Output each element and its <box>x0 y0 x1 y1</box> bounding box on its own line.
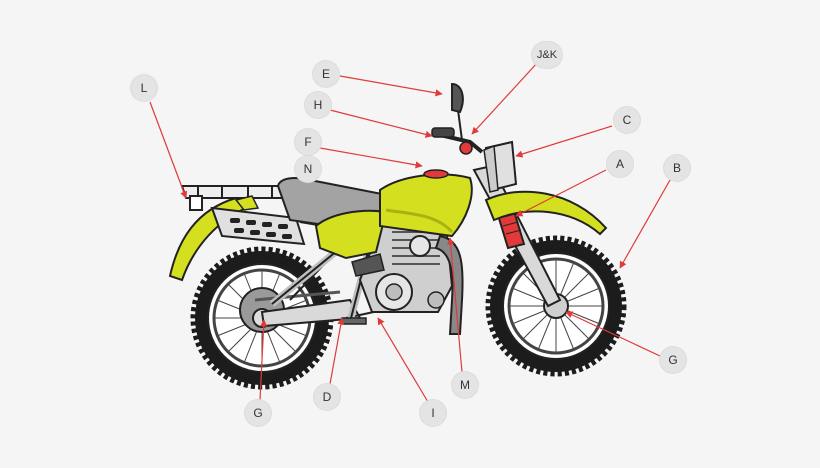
callout-n: N <box>295 156 321 182</box>
headlight-assembly <box>483 140 518 193</box>
callout-d: D <box>314 384 340 410</box>
handlebars <box>431 82 484 155</box>
pointer-jk <box>471 61 539 135</box>
callout-a: A <box>607 151 633 177</box>
pointer-g-front <box>565 311 661 357</box>
callout-g-front: G <box>660 347 686 373</box>
fuel-tank <box>314 169 473 260</box>
callout-e: E <box>313 61 339 87</box>
footrest <box>341 317 367 325</box>
pointer-g-rear <box>259 319 268 401</box>
pointer-f <box>319 147 423 169</box>
callout-c: C <box>614 107 640 133</box>
pointer-d <box>329 317 345 385</box>
callout-m: M <box>452 372 478 398</box>
callout-i: I <box>420 400 446 426</box>
callout-b: B <box>664 155 690 181</box>
pointer-l <box>149 101 188 199</box>
pointer-a <box>515 169 607 217</box>
callout-g-rear: G <box>245 400 271 426</box>
pointer-m <box>446 237 463 373</box>
pointer-i <box>377 317 429 403</box>
pointer-e <box>339 75 443 97</box>
callout-f: F <box>295 129 321 155</box>
pointer-c <box>515 125 613 158</box>
pointer-b <box>619 179 671 269</box>
pointer-h <box>329 109 433 138</box>
callout-h: H <box>305 92 331 118</box>
front-wheel <box>485 235 627 377</box>
callout-l: L <box>131 75 157 101</box>
side-panel <box>210 195 306 246</box>
callout-jk: J&K <box>532 42 562 68</box>
engine <box>351 225 454 313</box>
pointer-lines <box>149 61 671 403</box>
